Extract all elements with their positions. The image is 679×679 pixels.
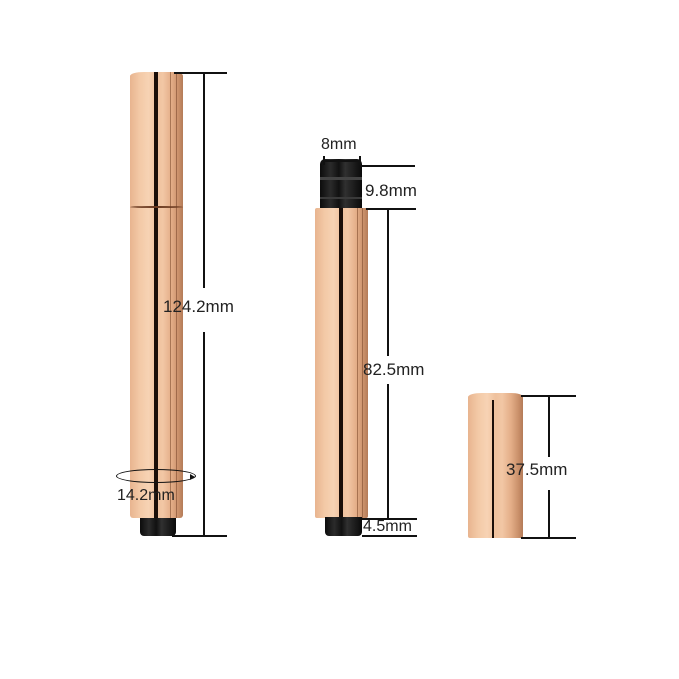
cap-height-label: 37.5mm (506, 460, 568, 479)
dim-body-vertical-upper (387, 208, 389, 356)
cap-seam (130, 206, 183, 208)
diameter-ellipse-icon (116, 469, 196, 483)
dim-tip-width-left-tick (323, 156, 325, 165)
dim-knob-top-line (362, 518, 417, 520)
dim-total-vertical-upper (203, 72, 205, 288)
tip-width-label: 8mm (321, 136, 357, 153)
bottom-knob-label: 4.5mm (363, 518, 412, 535)
cap-body (468, 393, 523, 538)
dim-tip-top-line (360, 165, 415, 167)
dim-total-bottom-line (172, 535, 227, 537)
dim-tip-width-line (323, 160, 360, 162)
dim-cap-vertical-upper (548, 395, 550, 457)
diameter-label: 14.2mm (117, 487, 175, 504)
dim-tip-width-right-tick (359, 156, 361, 165)
pen-uncapped-bottom-knob (325, 517, 362, 536)
body-length-label: 82.5mm (363, 360, 425, 379)
total-length-label: 124.2mm (163, 297, 234, 316)
dim-total-top-line (174, 72, 227, 74)
pen-assembled-bottom-knob (140, 515, 176, 536)
dim-cap-vertical-lower (548, 490, 550, 537)
applicator-tip (320, 159, 362, 210)
pen-assembled-body (130, 72, 183, 518)
dim-cap-bottom-line (521, 537, 576, 539)
dim-body-vertical-lower (387, 384, 389, 519)
dim-tip-bottom-line (366, 208, 416, 210)
dim-total-vertical-lower (203, 332, 205, 536)
dim-knob-bottom-line (362, 535, 417, 537)
tip-height-label: 9.8mm (365, 181, 417, 200)
pen-uncapped-body (315, 208, 368, 518)
diameter-ellipse-arrow-icon (190, 474, 195, 480)
